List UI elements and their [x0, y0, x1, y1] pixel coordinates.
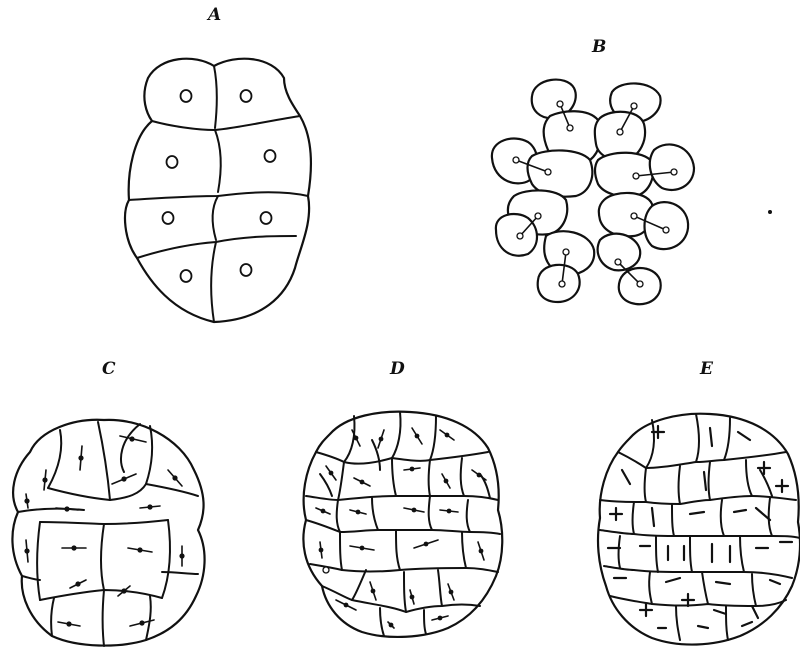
panel-label-c: C: [102, 359, 116, 379]
panel-e-embryo: [598, 414, 800, 645]
panel-d-embryo: [303, 412, 502, 637]
panel-a-embryo: [125, 59, 311, 322]
panel-b-embryo: [492, 80, 772, 305]
panel-label-d: D: [389, 359, 405, 379]
panel-label-a: A: [206, 5, 221, 25]
panel-c-embryo: [12, 420, 204, 646]
panel-label-e: E: [699, 359, 714, 379]
panel-label-b: B: [591, 37, 606, 57]
